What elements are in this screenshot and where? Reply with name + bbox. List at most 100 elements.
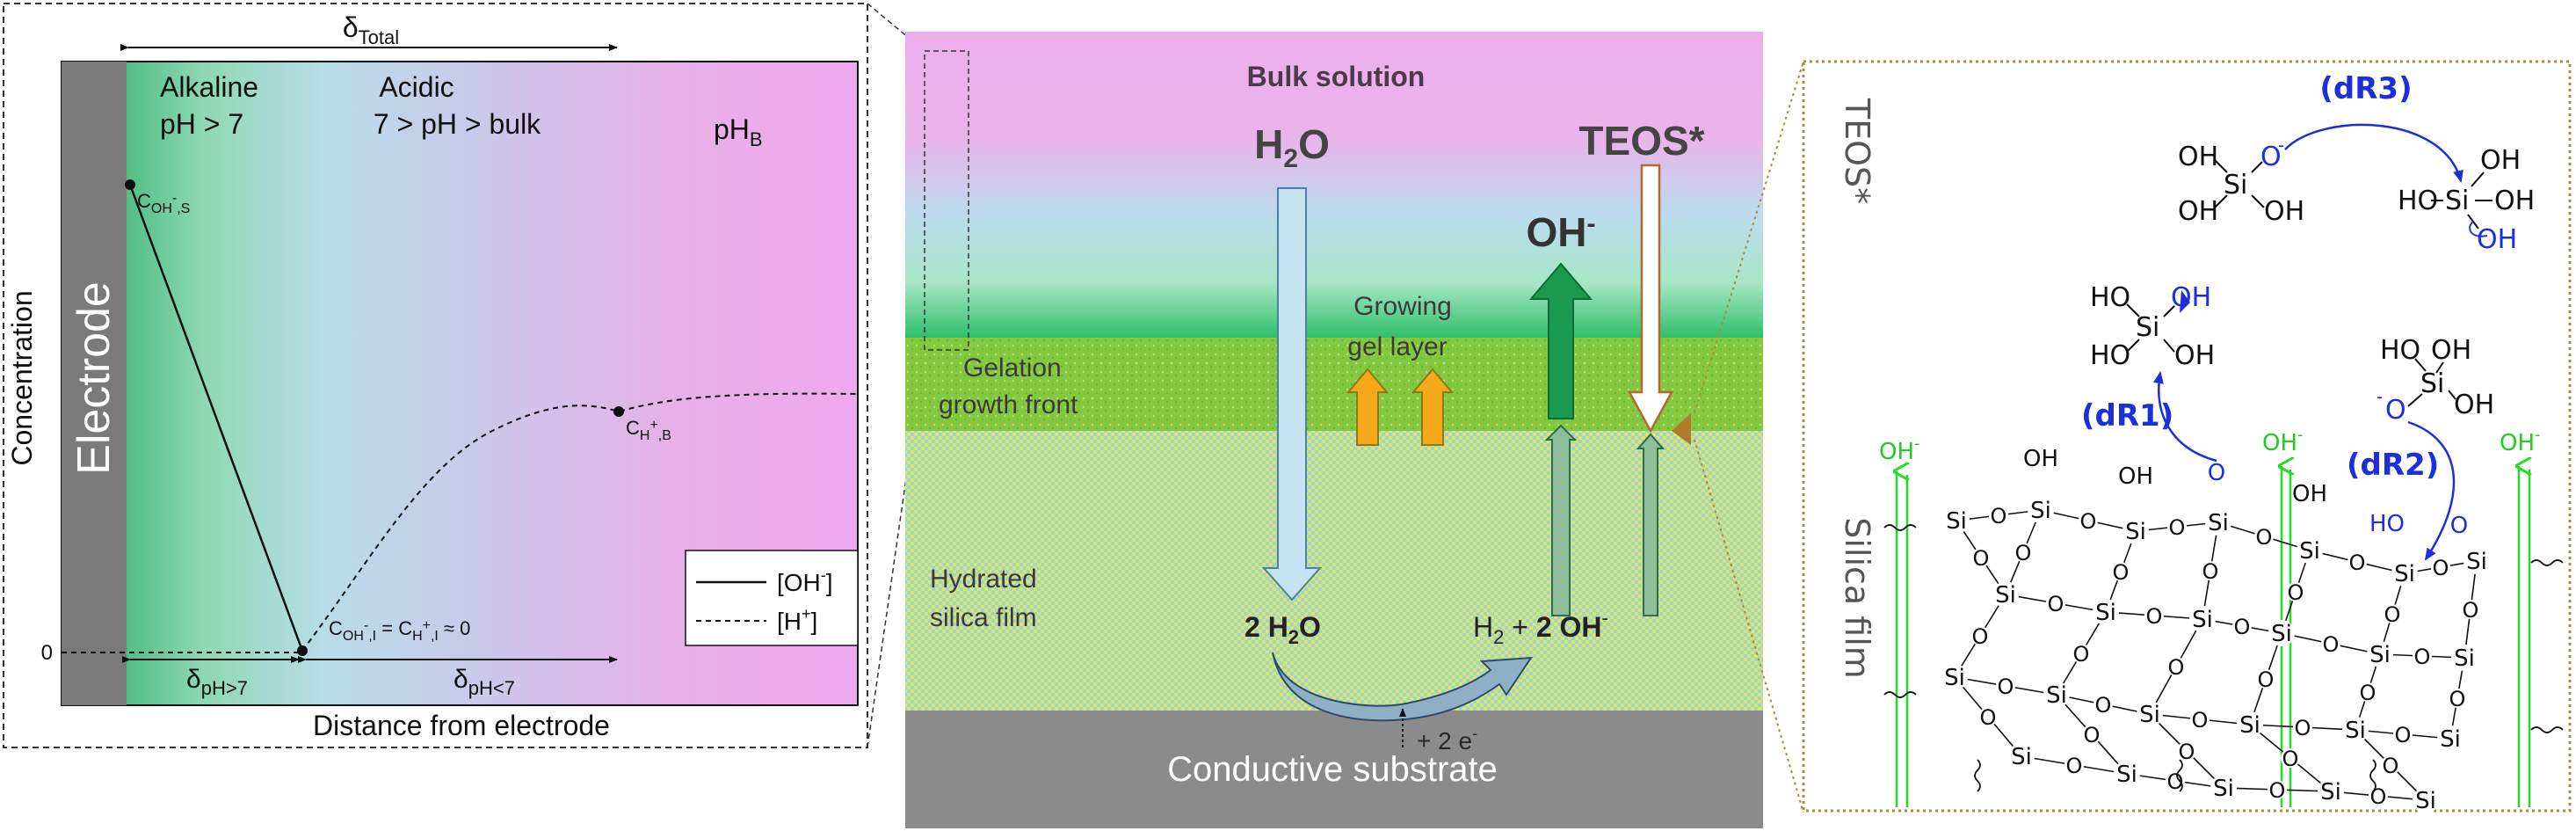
silicon-atom-bg <box>2237 711 2263 738</box>
oxygen-atom: O <box>2073 642 2090 667</box>
oxygen-atom-bg <box>2201 561 2220 580</box>
oxygen-atom-bg <box>2072 644 2091 663</box>
oxygen-atom-bg <box>2256 669 2275 689</box>
silicon-atom: Si <box>2394 561 2415 587</box>
reaction-dr3-label: (dR3) <box>2319 71 2412 106</box>
bulk-solution-label: Bulk solution <box>1247 61 1426 92</box>
oxygen-atom: O <box>2080 509 2097 534</box>
oxygen-atom-bg <box>2166 657 2186 676</box>
label-c-oh-s: COH-,S <box>137 190 190 216</box>
legend-box <box>685 550 859 646</box>
atom-si: Si <box>2420 368 2444 399</box>
oh-flux-arrow-upper <box>1528 262 1593 419</box>
point-c-h-b <box>613 406 624 417</box>
atom-ho: HO <box>2090 282 2130 313</box>
point-c-oh-s <box>125 179 135 190</box>
atom-leaving-oh: OH <box>2171 282 2211 313</box>
oxygen-atom: O <box>2370 784 2387 809</box>
silicon-atom: Si <box>2345 718 2366 744</box>
oxygen-atom-bg <box>2190 710 2210 729</box>
oxygen-atom-bg <box>2293 718 2312 737</box>
oxygen-atom-bg <box>2383 604 2402 623</box>
silicon-atom: Si <box>2454 645 2475 672</box>
left-panel-frame <box>3 3 868 748</box>
oxygen-atom-bg <box>2177 741 2196 761</box>
silica-film-side-label: Silica film <box>1838 517 1876 679</box>
silicon-atom-bg <box>2464 548 2490 574</box>
oh-label-green-1: OH- <box>1879 434 1920 465</box>
oxygen-atom-bg <box>2347 552 2367 572</box>
oxygen-atom-bg <box>2381 755 2400 775</box>
oxygen-atom: O <box>1973 546 1990 571</box>
silicon-atom: Si <box>2320 779 2341 805</box>
silicon-atom-bg <box>1943 507 1970 534</box>
silicon-atom: Si <box>1995 582 2016 609</box>
charge-minus: - <box>2376 386 2383 407</box>
legend-h-label: [H+] <box>777 605 817 635</box>
oxygen-atom: O <box>2449 687 2466 711</box>
silicon-atom-bg <box>2268 620 2295 646</box>
oxygen-atom-bg <box>2281 748 2300 768</box>
silicon-atom-bg <box>2114 761 2140 787</box>
atom-oh: OH <box>2431 335 2471 366</box>
atom-ho: HO <box>2380 335 2420 366</box>
oxygen-atom: O <box>2113 560 2130 585</box>
oxygen-atom-bg <box>1989 506 2008 525</box>
silicate-anion-dr3: OH OH Si OH O - <box>2178 135 2304 227</box>
atom-o-minus: O <box>2385 395 2406 426</box>
oxygen-atom-bg <box>2286 582 2305 601</box>
silicon-atom: Si <box>2440 726 2461 753</box>
silicon-atom: Si <box>2415 788 2436 814</box>
gelation-front-label-2: growth front <box>939 390 1078 419</box>
surface-o-minus: O <box>2208 460 2225 486</box>
chain-end <box>2530 726 2564 733</box>
atom-si: Si <box>2445 186 2469 216</box>
point-interface <box>297 645 308 656</box>
oxygen-atom-bg <box>2431 558 2450 577</box>
chain-end <box>2530 559 2564 566</box>
teos-down-arrow <box>1627 164 1674 434</box>
oxygen-atom-bg <box>2254 527 2274 546</box>
electrons-label: + 2 e- <box>1417 725 1477 754</box>
silicon-atom-bg <box>2210 775 2237 801</box>
silicon-atom-bg <box>2008 743 2035 769</box>
two-h2o-label: 2 H2O <box>1244 611 1321 648</box>
silicon-atom: Si <box>2271 621 2292 647</box>
oxygen-atom: O <box>1972 624 1989 649</box>
leaving-hydroxyl: HO <box>2369 511 2405 537</box>
charge-minus: - <box>2278 135 2284 156</box>
dr2-attack-arrow <box>2407 420 2456 561</box>
silicon-atom: Si <box>2213 776 2234 802</box>
silicon-atom-bg <box>2189 606 2216 632</box>
oh-label-green-2: OH- <box>2262 426 2304 456</box>
oxygen-atom: O <box>2066 754 2083 778</box>
oxygen-atom: O <box>2095 693 2112 718</box>
oxygen-atom-bg <box>2268 780 2287 799</box>
reaction-dr1-label: (dR1) <box>2081 398 2173 434</box>
silicon-atom: Si <box>1944 665 1965 691</box>
oxygen-atom-bg <box>2321 634 2340 653</box>
reaction-dr2-label: (dR2) <box>2347 448 2439 483</box>
oxygen-atom-bg <box>2166 771 2185 791</box>
y-axis-label: Concentration <box>6 290 38 465</box>
oxygen-atom: O <box>2167 769 2184 794</box>
oxygen-atom: O <box>2258 667 2275 692</box>
silicon-atom: Si <box>2011 744 2032 770</box>
atom-oh: OH <box>2264 196 2304 227</box>
oxygen-atom: O <box>2288 580 2304 605</box>
atom-oh: OH <box>2178 196 2218 227</box>
legend: [OH-] [H+] <box>685 550 859 646</box>
reduction-curved-arrow <box>1272 652 1533 722</box>
delta-total-label: δTotal <box>343 11 399 48</box>
oxygen-atom-bg <box>2448 689 2467 708</box>
silicon-atom-bg <box>1941 664 1968 690</box>
h2-2oh-label: H2 + 2 OH- <box>1473 607 1608 648</box>
silicon-atom: Si <box>1946 508 1967 535</box>
oxygen-atom: O <box>2349 550 2366 575</box>
electrode-bar <box>62 62 127 705</box>
left-panel: Electrode Concentration Distance from el… <box>3 3 868 748</box>
oxygen-atom: O <box>2015 541 2032 565</box>
oxygen-atom: O <box>2295 716 2311 740</box>
